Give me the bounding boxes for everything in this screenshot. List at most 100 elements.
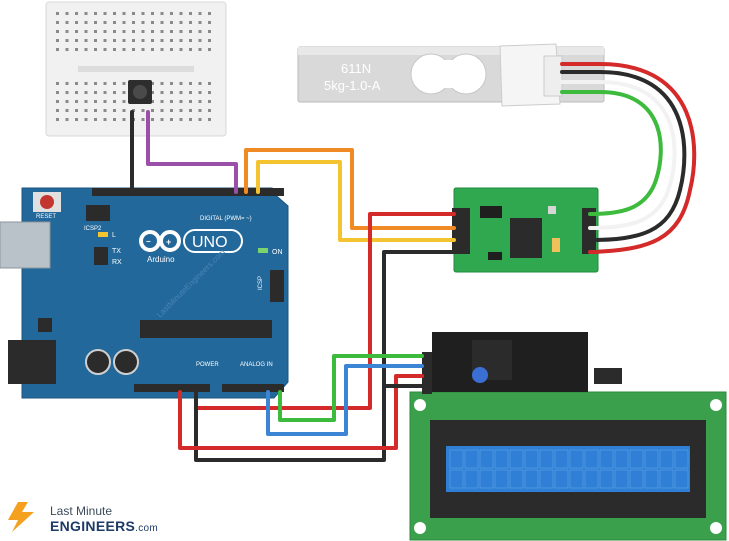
breadboard-hole xyxy=(84,100,88,103)
breadboard-hole xyxy=(75,109,78,112)
breadboard-hole xyxy=(160,109,164,112)
wires xyxy=(130,110,456,462)
lcd-character-cell xyxy=(524,469,539,489)
breadboard-hole xyxy=(56,39,59,42)
breadboard-hole xyxy=(103,82,107,85)
breadboard-hole xyxy=(189,48,192,51)
breadboard-hole xyxy=(65,12,69,15)
load-cell-connector xyxy=(499,43,563,107)
wire-purple-button xyxy=(146,110,238,194)
breadboard-hole xyxy=(189,118,192,121)
breadboard-hole xyxy=(56,82,59,85)
breadboard-hole xyxy=(160,118,164,121)
breadboard-hole xyxy=(94,109,97,112)
breadboard-hole xyxy=(132,21,135,24)
breadboard-hole xyxy=(113,82,116,85)
breadboard-hole xyxy=(94,100,97,103)
breadboard-hole xyxy=(179,109,183,112)
breadboard-hole xyxy=(189,39,192,42)
breadboard-hole xyxy=(132,39,135,42)
breadboard-hole xyxy=(208,118,211,121)
breadboard-hole xyxy=(151,39,154,42)
breadboard-hole xyxy=(198,100,202,103)
breadboard-hole xyxy=(208,82,211,85)
breadboard-hole xyxy=(179,118,183,121)
lightning-bolt-icon xyxy=(8,502,34,532)
breadboard-hole xyxy=(113,48,116,51)
breadboard-hole xyxy=(170,39,173,42)
breadboard-hole xyxy=(84,30,88,33)
lcd-character-cell xyxy=(509,469,524,489)
lcd-character-cell xyxy=(629,469,644,489)
breadboard-hole xyxy=(170,12,173,15)
breadboard-hole xyxy=(56,21,59,24)
breadboard-hole xyxy=(179,100,183,103)
breadboard-hole xyxy=(56,48,59,51)
breadboard-hole xyxy=(84,48,88,51)
lcd-character-cell xyxy=(449,469,464,489)
wire-red-vcc xyxy=(178,374,424,450)
breadboard-hole xyxy=(75,12,78,15)
lcd-character-cell xyxy=(599,449,614,469)
breadboard-hole xyxy=(113,109,116,112)
breadboard-hole xyxy=(75,21,78,24)
lcd-character-cell xyxy=(659,449,674,469)
breadboard-hole xyxy=(189,91,192,94)
breadboard-hole xyxy=(179,12,183,15)
lcd-character-cell xyxy=(479,449,494,469)
breadboard-hole xyxy=(94,12,97,15)
tx-led-label: TX xyxy=(112,248,121,255)
breadboard-hole xyxy=(122,100,126,103)
breadboard-hole xyxy=(122,21,126,24)
lcd-character-cell xyxy=(674,469,689,489)
breadboard-hole xyxy=(65,30,69,33)
breadboard-hole xyxy=(141,48,145,51)
breadboard-hole xyxy=(170,118,173,121)
breadboard-hole xyxy=(103,21,107,24)
wire-yellow xyxy=(256,160,456,242)
breadboard-hole xyxy=(56,100,59,103)
breadboard-hole xyxy=(75,82,78,85)
breadboard-hole xyxy=(75,91,78,94)
breadboard-hole xyxy=(94,30,97,33)
breadboard-hole xyxy=(170,82,173,85)
breadboard-hole xyxy=(56,30,59,33)
breadboard-hole xyxy=(84,12,88,15)
breadboard-hole xyxy=(103,118,107,121)
breadboard-hole xyxy=(170,100,173,103)
breadboard-hole xyxy=(122,118,126,121)
breadboard-hole xyxy=(179,30,183,33)
breadboard-hole xyxy=(132,30,135,33)
breadboard-hole xyxy=(151,12,154,15)
breadboard-hole xyxy=(198,12,202,15)
lcd-character-cell xyxy=(449,449,464,469)
breadboard-hole xyxy=(170,48,173,51)
breadboard-hole xyxy=(113,100,116,103)
breadboard-hole xyxy=(65,109,69,112)
reset-label: RESET xyxy=(36,214,56,220)
lcd-character-cell xyxy=(464,449,479,469)
load-cell-rating-label: 5kg-1.0-A xyxy=(324,78,381,93)
breadboard-hole xyxy=(160,82,164,85)
breadboard-hole xyxy=(198,21,202,24)
svg-text:+: + xyxy=(166,237,171,247)
breadboard-hole xyxy=(151,48,154,51)
lcd-character-cell xyxy=(494,449,509,469)
breadboard-hole xyxy=(189,21,192,24)
breadboard-hole xyxy=(208,109,211,112)
breadboard-hole xyxy=(170,30,173,33)
breadboard-hole xyxy=(94,21,97,24)
breadboard-hole xyxy=(65,91,69,94)
breadboard-hole xyxy=(103,30,107,33)
breadboard-hole xyxy=(151,82,154,85)
breadboard-hole xyxy=(151,100,154,103)
analog-in-label: ANALOG IN xyxy=(240,362,273,368)
breadboard-hole xyxy=(170,109,173,112)
wire-green-scl xyxy=(278,354,424,422)
lcd-character-cell xyxy=(539,449,554,469)
lcd-character-cell xyxy=(554,469,569,489)
breadboard-hole xyxy=(198,91,202,94)
hx711-module xyxy=(452,187,599,273)
l-led-label: L xyxy=(112,232,116,239)
